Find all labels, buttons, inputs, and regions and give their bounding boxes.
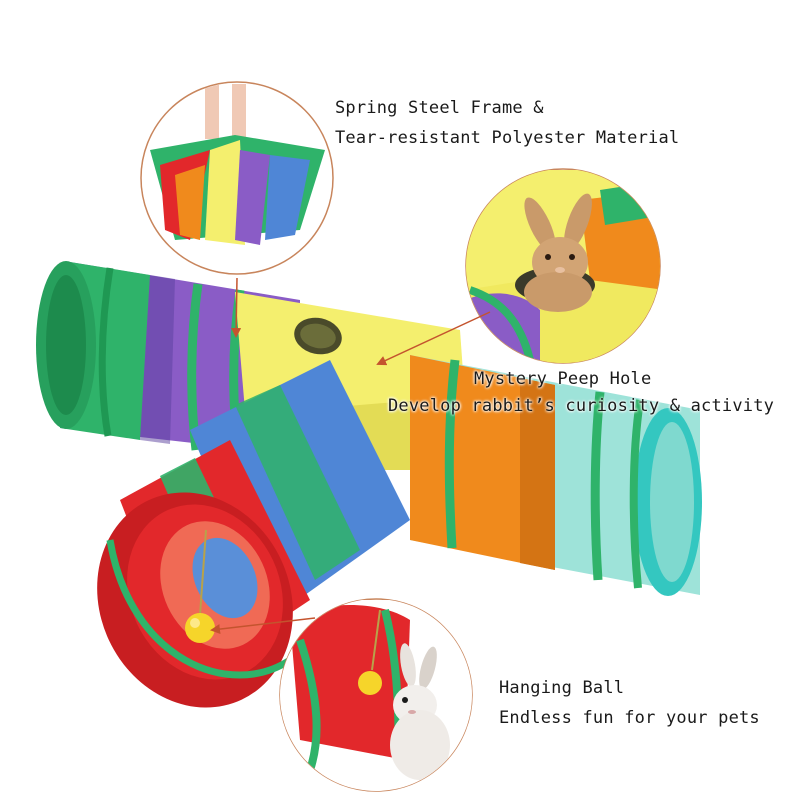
frame-arrow <box>231 277 242 338</box>
ball-caption: Hanging Ball Endless fun for your pets <box>499 673 760 733</box>
frame-caption-line2: Tear-resistant Polyester Material <box>335 128 680 148</box>
ball-caption-line1: Hanging Ball <box>499 678 625 698</box>
ball-arrow <box>210 617 316 635</box>
peep-hole-arrow <box>376 311 491 366</box>
ball-caption-line2: Endless fun for your pets <box>499 708 760 728</box>
tunnel-right-arm <box>410 355 702 596</box>
folded-tunnel-photo <box>140 81 334 275</box>
frame-caption-line1: Spring Steel Frame & <box>335 98 544 118</box>
peep-hole-caption-title: Mystery Peep Hole <box>474 364 651 394</box>
rabbit-in-peep-hole-photo <box>465 168 661 364</box>
frame-caption: Spring Steel Frame & Tear-resistant Poly… <box>335 93 679 153</box>
tunnel-front-arm <box>97 360 410 708</box>
peep-hole-caption-desc: Develop rabbit’s curiosity & activity <box>388 391 774 421</box>
white-rabbit-with-ball-photo <box>279 598 473 792</box>
peep-hole-caption-line2: Develop rabbit’s curiosity & activity <box>388 396 775 416</box>
peep-hole-caption-line1: Mystery Peep Hole <box>474 369 652 389</box>
